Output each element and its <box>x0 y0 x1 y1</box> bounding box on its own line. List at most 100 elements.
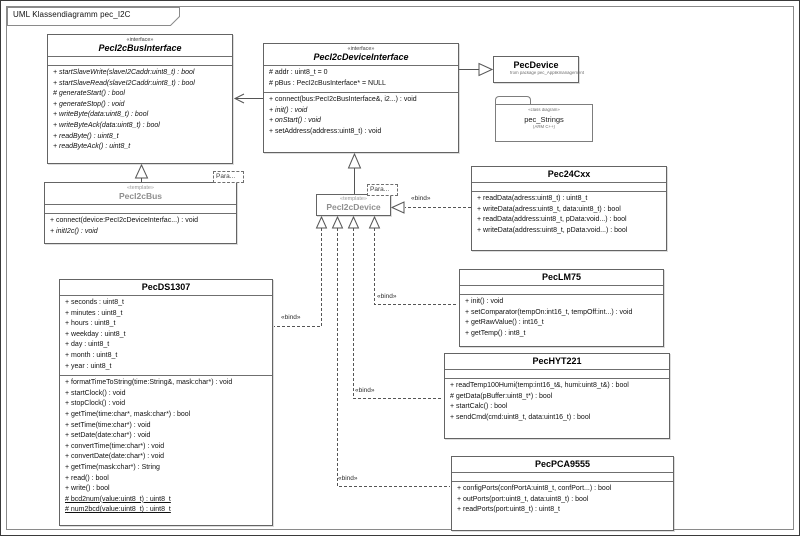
bind-label-pca9555: «bind» <box>338 475 358 482</box>
class-box-pecpca9555[interactable]: PecPCA9555 + configPorts(confPortA:uint8… <box>451 456 674 531</box>
class-name: PecI2cBusInterface <box>98 43 182 53</box>
class-box-peci2cbusinterface[interactable]: «interface» PecI2cBusInterface + startSl… <box>47 34 233 164</box>
attributes-compartment <box>45 204 236 213</box>
method-row: # bcd2num(value:uint8_t) : uint8_t <box>65 495 171 503</box>
method-row: + setTime(time:char*) : void <box>65 421 151 429</box>
bind-lm75-to-device <box>368 215 458 305</box>
attributes-compartment <box>452 472 673 481</box>
method-row: + getTemp() : int8_t <box>465 329 526 337</box>
method-row: + startClock() : void <box>65 389 126 397</box>
class-box-peci2cdeviceinterface[interactable]: «interface» PecI2cDeviceInterface # addr… <box>263 43 459 153</box>
class-name: PecI2cDevice <box>326 202 381 212</box>
generalization-device-to-deviceinterface <box>347 152 362 194</box>
attributes-compartment <box>472 182 666 191</box>
class-header: PecHYT221 <box>445 354 669 369</box>
template-param-box-device[interactable]: Para... <box>367 184 398 196</box>
class-name: PecPCA9555 <box>534 459 591 469</box>
class-name: PecI2cDeviceInterface <box>313 52 409 62</box>
generalization-bus-to-businterface <box>134 163 149 182</box>
attributes-compartment <box>445 369 669 378</box>
methods-compartment: + connect(bus:PecI2cBusInterface&, i2...… <box>264 92 458 152</box>
class-box-pec24cxx[interactable]: Pec24Cxx + readData(adress:uint8_t) : ui… <box>471 166 667 251</box>
attribute-row: # pBus : PecI2cBusInterface* = NULL <box>269 79 386 87</box>
method-row: + convertTime(time:char*) : void <box>65 442 165 450</box>
method-row: + readData(address:uint8_t, pData:void..… <box>477 216 627 224</box>
stereotype-label: «interface» <box>126 36 154 43</box>
method-row: + writeData(address:uint8_t, pData:void.… <box>477 226 628 234</box>
method-row: + getTime(mask:char*) : String <box>65 463 160 471</box>
package-body: «class diagram» pec_Strings (ARM C++) <box>495 104 593 142</box>
class-header: «interface» PecI2cBusInterface <box>48 35 232 56</box>
method-row: + readTemp100Humi(temp:int16_t&, humi:ui… <box>450 382 629 389</box>
attributes-compartment: + seconds : uint8_t+ minutes : uint8_t+ … <box>60 295 272 375</box>
method-row: + readByteAck() : uint8_t <box>53 143 131 151</box>
class-box-pecdevice[interactable]: PecDevice from package pec_Applikmanagem… <box>493 56 585 83</box>
class-box-pecds1307[interactable]: PecDS1307 + seconds : uint8_t+ minutes :… <box>59 279 273 526</box>
diagram-frame <box>6 6 794 530</box>
method-row: + convertDate(date:char*) : void <box>65 453 165 461</box>
methods-compartment: + formatTimeToString(time:String&, mask:… <box>60 375 272 525</box>
bind-label-ds1307: «bind» <box>281 314 301 321</box>
method-row: + read() : bool <box>65 474 109 482</box>
attributes-compartment <box>48 56 232 65</box>
frame-title: UML Klassendiagramm pec_I2C <box>13 10 131 19</box>
methods-compartment: + readTemp100Humi(temp:int16_t&, humi:ui… <box>445 378 669 438</box>
method-row: + readByte() : uint8_t <box>53 132 119 140</box>
method-row: + getTime(time:char*, mask:char*) : bool <box>65 410 191 418</box>
method-row: # getData(pBuffer:uint8_t*) : bool <box>450 392 553 400</box>
class-header: PecDS1307 <box>60 280 272 295</box>
method-row: + initI2c() : void <box>50 227 98 235</box>
package-pec-strings[interactable]: «class diagram» pec_Strings (ARM C++) <box>495 96 593 142</box>
method-row: + init() : void <box>465 298 504 305</box>
class-name: PecDevice <box>513 60 559 70</box>
method-row: + setDate(date:char*) : void <box>65 432 151 440</box>
class-box-peclm75[interactable]: PecLM75 + init() : void+ setComparator(t… <box>459 269 664 347</box>
bind-eeprom-to-device <box>390 201 471 214</box>
bind-pca9555-to-device <box>331 215 450 487</box>
stereotype-label: «template» <box>340 195 367 202</box>
package-name: pec_Strings <box>524 115 564 124</box>
class-header: PecLM75 <box>460 270 663 285</box>
class-header: «interface» PecI2cDeviceInterface <box>264 44 458 65</box>
attribute-row: + minutes : uint8_t <box>65 309 123 317</box>
class-header: Pec24Cxx <box>472 167 666 182</box>
method-row: + startSlaveRead(slaveI2Caddr:uint8_t) :… <box>53 79 195 87</box>
bind-hyt221-to-device <box>347 215 443 399</box>
methods-compartment: + configPorts(confPortA:uint8_t, confPor… <box>452 481 673 530</box>
method-row: + writeByte(data:uint8_t) : bool <box>53 111 149 119</box>
method-row: + onStart() : void <box>269 117 321 125</box>
bind-ds1307-to-device <box>274 215 328 327</box>
attributes-compartment <box>460 285 663 294</box>
method-row: + writeByteAck(data:uint8_t) : bool <box>53 121 160 129</box>
template-param-box-bus[interactable]: Para... <box>213 171 244 183</box>
class-name: PecI2cBus <box>119 191 162 201</box>
method-row: + startSlaveWrite(slaveI2Caddr:uint8_t) … <box>53 69 195 76</box>
package-platform: (ARM C++) <box>533 125 555 130</box>
class-box-peci2cdevice[interactable]: «template» PecI2cDevice <box>316 194 391 216</box>
bind-label-eeprom: «bind» <box>411 195 431 202</box>
class-header: «template» PecI2cBus <box>45 183 236 204</box>
attribute-row: + weekday : uint8_t <box>65 330 126 338</box>
method-row: + readData(adress:uint8_t) : uint8_t <box>477 195 588 202</box>
method-row: + setAddress(address:uint8_t) : void <box>269 127 382 135</box>
attribute-row: + year : uint8_t <box>65 362 112 370</box>
method-row: + formatTimeToString(time:String&, mask:… <box>65 379 233 387</box>
method-row: + readPorts(port:uint8_t) : uint8_t <box>457 506 560 514</box>
method-row: + init() : void <box>269 106 308 114</box>
class-box-peci2cbus[interactable]: «template» PecI2cBus + connect(device:Pe… <box>44 182 237 244</box>
bind-label-hyt221: «bind» <box>355 387 375 394</box>
class-header: «template» PecI2cDevice <box>317 195 390 215</box>
method-row: # generateStart() : bool <box>53 90 125 98</box>
class-origin-note: from package pec_Applikmanagement <box>509 71 585 76</box>
method-row: + configPorts(confPortA:uint8_t, confPor… <box>457 485 612 492</box>
attribute-row: + hours : uint8_t <box>65 320 116 328</box>
attributes-compartment: # addr : uint8_t = 0# pBus : PecI2cBusIn… <box>264 65 458 92</box>
attribute-row: + day : uint8_t <box>65 341 110 349</box>
stereotype-label: «interface» <box>347 45 375 52</box>
class-box-pechyt221[interactable]: PecHYT221 + readTemp100Humi(temp:int16_t… <box>444 353 670 439</box>
method-row: + outPorts(port:uint8_t, data:uint8_t) :… <box>457 495 589 503</box>
class-header: PecPCA9555 <box>452 457 673 472</box>
method-row: + generateStop() : void <box>53 100 125 108</box>
